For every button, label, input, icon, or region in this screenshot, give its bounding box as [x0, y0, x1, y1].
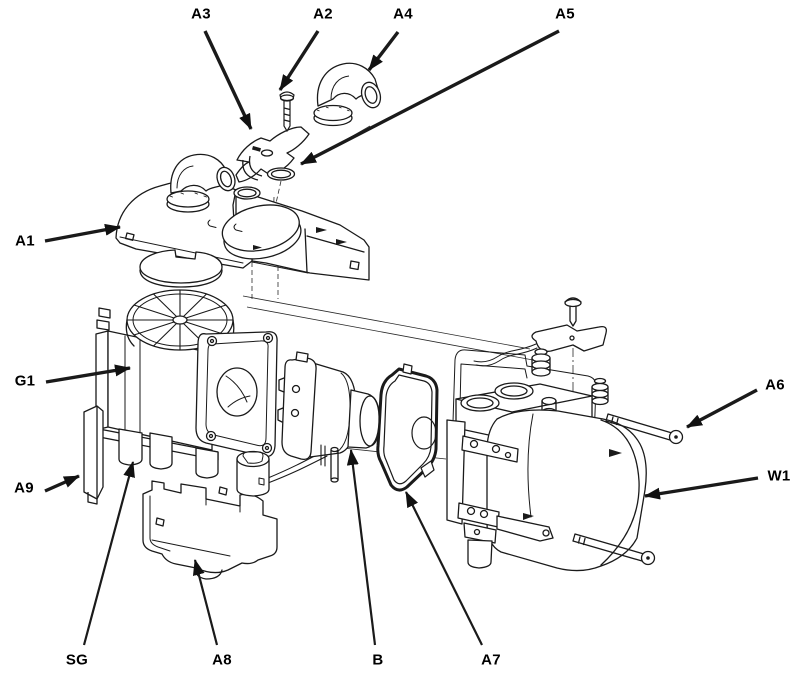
- callout-arrow-A4: [367, 30, 400, 72]
- part-clamp-A3: [235, 126, 310, 183]
- callout-arrow-A1: [44, 223, 121, 243]
- callout-arrow-SG: [82, 461, 135, 646]
- callout-arrow-A7: [405, 491, 483, 646]
- blower-comb-fan: [216, 367, 258, 417]
- cover-endcap-lines: [304, 228, 365, 273]
- tray-inner-rim: [149, 495, 241, 557]
- tray-holes: [155, 486, 228, 527]
- w1-upper-bracket: [461, 435, 519, 463]
- burner-wire-stubs: [320, 444, 326, 467]
- blower-fan-hub: [172, 315, 188, 325]
- w1-stud: [541, 396, 557, 406]
- callout-arrow-A5: [300, 29, 560, 166]
- part-heat-exchanger-W1: [446, 297, 684, 572]
- w1-harness-wire2: [475, 347, 538, 367]
- cover-elbow-fitting: [166, 153, 236, 213]
- harness-connector: [236, 450, 270, 497]
- burner-snout-face: [359, 395, 381, 447]
- glow-pin: [330, 446, 339, 483]
- burner-backplate: [281, 357, 317, 460]
- part-screw-A6-lower: [572, 533, 656, 566]
- w1-clip-hole: [569, 335, 575, 341]
- part-orings-A5: [233, 167, 296, 200]
- callout-arrow-A6: [686, 388, 758, 429]
- w1-mount-strap: [446, 419, 466, 525]
- w1-harness-wire: [473, 343, 537, 363]
- blower-panel-lines: [124, 335, 141, 437]
- w1-side-arm: [496, 515, 554, 542]
- cover-collar: [221, 204, 302, 260]
- blower-left-nuts: [96, 307, 111, 331]
- w1-barrel-endcap: [600, 419, 640, 566]
- part-side-panel-A9: [83, 405, 104, 505]
- callout-arrow-W1: [644, 476, 759, 500]
- w1-clip-plate: [531, 324, 607, 352]
- part-burner-B: [267, 351, 381, 484]
- w1-exhaust-stub: [467, 539, 493, 569]
- w1-foot-block: [463, 522, 497, 544]
- burner-top-tab: [295, 351, 309, 363]
- w1-barrel-seam: [527, 413, 534, 518]
- part-lower-casing-A8: [142, 450, 278, 580]
- blower-flange-ring-inner: [205, 340, 269, 447]
- cover-skirt-disc: [139, 249, 223, 284]
- callout-arrow-A9: [44, 474, 80, 493]
- part-upper-casing-A1: [115, 153, 370, 288]
- burner-side-tabs: [277, 377, 285, 423]
- callout-arrow-B: [346, 449, 377, 646]
- w1-top-screw: [564, 297, 582, 327]
- callout-arrow-A8: [192, 559, 219, 646]
- w1-grommet-stacks: [531, 348, 609, 406]
- part-blower-G1: [93, 289, 278, 479]
- cover-skirt-rim: [139, 269, 223, 288]
- part-elbow-A4: [313, 62, 382, 127]
- callout-arrows: [44, 29, 759, 646]
- cover-crease: [119, 236, 309, 274]
- part-screw-A2: [279, 91, 295, 133]
- callout-arrow-A3: [203, 30, 253, 130]
- part-gasket-A7: [376, 363, 439, 492]
- callout-arrow-A2: [278, 30, 320, 91]
- part-screw-A6-upper: [605, 413, 684, 445]
- blower-fan-spokes: [126, 289, 234, 351]
- cover-clip-glyphs: [207, 219, 243, 232]
- callout-arrow-G1: [45, 364, 131, 384]
- part-control-unit-SG: [118, 428, 219, 479]
